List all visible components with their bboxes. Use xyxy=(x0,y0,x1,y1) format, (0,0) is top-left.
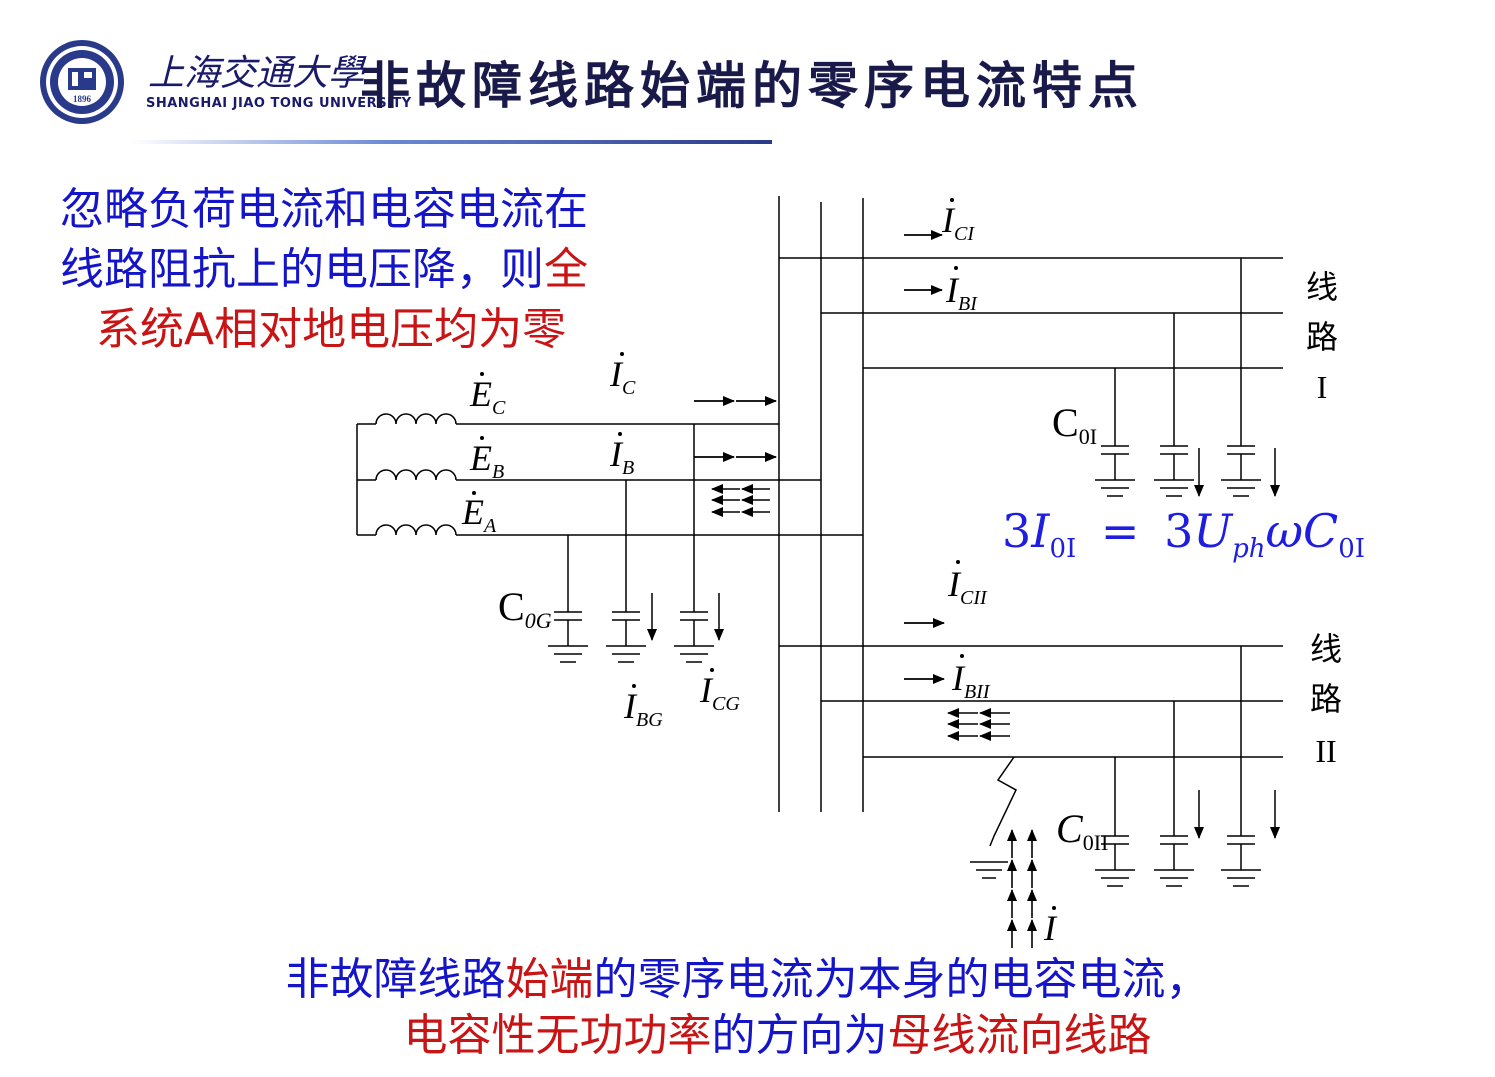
logo-year: 1896 xyxy=(73,94,92,104)
generator-source xyxy=(356,413,863,536)
slide-title: 非故障线路始端的零序电流特点 xyxy=(360,56,1144,115)
line-2-capacitor-b xyxy=(1153,815,1195,887)
label-eb: EB xyxy=(469,438,504,483)
label-ici: ICI xyxy=(941,200,975,245)
zero-seq-arrows-line2 xyxy=(947,708,1010,741)
label-ec: EC xyxy=(469,374,506,419)
coil-b-icon xyxy=(375,469,457,481)
generator-capacitor-b xyxy=(605,591,647,663)
line-1-capacitor-b xyxy=(1153,425,1195,497)
title-underline xyxy=(130,140,772,144)
capacitor-labels: C0I C0G C0II xyxy=(498,400,1108,855)
line-1-name-1: 线 xyxy=(1306,269,1338,305)
conclusion-line-1: 非故障线路始端的零序电流为本身的电容电流， xyxy=(285,954,1210,1005)
label-ea: EA xyxy=(461,492,497,537)
label-ibii: IBII xyxy=(951,658,991,703)
university-logo: 1896 xyxy=(38,38,126,126)
label-c0ii: C0II xyxy=(1056,806,1108,855)
assumption-note: 忽略负荷电流和电容电流在 线路阻抗上的电压降，则全 系统A相对地电压均为零 xyxy=(60,180,700,360)
line-1-capacitor-c xyxy=(1220,425,1262,497)
line-names: 线 路 I 线 路 II xyxy=(1306,269,1342,769)
line-2-name-3: II xyxy=(1315,733,1336,769)
generator-capacitor-c xyxy=(673,591,715,663)
label-ib: IB xyxy=(609,434,634,479)
zero-seq-arrows-gen xyxy=(711,484,770,517)
label-icg: ICG xyxy=(699,670,740,715)
label-ibg: IBG xyxy=(623,686,663,731)
note-line-2: 线路阻抗上的电压降，则 xyxy=(60,244,544,295)
conclusion-text: 非故障线路始端的零序电流为本身的电容电流， 电容性无功功率的方向为母线流向线路 xyxy=(0,952,1495,1064)
note-line-3: 系统A相对地电压均为零 xyxy=(96,304,567,355)
current-arrows xyxy=(694,230,945,684)
line-2-capacitor-c xyxy=(1220,815,1262,887)
coil-c-icon xyxy=(375,413,457,425)
label-c0i: C0I xyxy=(1052,400,1097,449)
university-name-en: SHANGHAI JIAO TONG UNIVERSITY xyxy=(146,96,412,111)
line-1-conductors xyxy=(779,257,1283,426)
label-c0g: C0G xyxy=(498,584,552,633)
coil-a-icon xyxy=(375,524,457,536)
university-name-cn: 上海交通大學 xyxy=(148,53,365,94)
fault-current-arrows xyxy=(1007,829,1037,948)
note-line-1: 忽略负荷电流和电容电流在 xyxy=(60,184,588,235)
label-ibi: IBI xyxy=(945,270,978,315)
line-1-name-2: 路 xyxy=(1306,319,1338,355)
phasor-dots xyxy=(472,198,1056,910)
line-2-name-2: 路 xyxy=(1310,681,1342,717)
label-ic: IC xyxy=(609,354,636,399)
label-icii: ICII xyxy=(947,564,988,609)
line-1-capacitor-a xyxy=(1094,425,1136,497)
note-line-2-red: 全 xyxy=(544,244,588,295)
line-1-name-3: I xyxy=(1317,369,1328,405)
conclusion-line-2: 电容性无功功率的方向为母线流向线路 xyxy=(403,1010,1152,1061)
diagram-labels: EC EB EA IC IB IBG ICG ICI IBI ICII IBII… xyxy=(461,200,1058,948)
generator-capacitor-taps xyxy=(567,424,695,592)
label-fault-current: I xyxy=(1043,908,1058,948)
line-2-name-1: 线 xyxy=(1310,631,1342,667)
generator-capacitor-a xyxy=(547,591,589,663)
line-2-conductors xyxy=(779,645,1283,879)
university-seal-icon: 1896 xyxy=(40,40,124,124)
busbars xyxy=(778,196,864,812)
capacitive-current-formula: 3I0I = 3UphωC0I xyxy=(1002,504,1366,565)
